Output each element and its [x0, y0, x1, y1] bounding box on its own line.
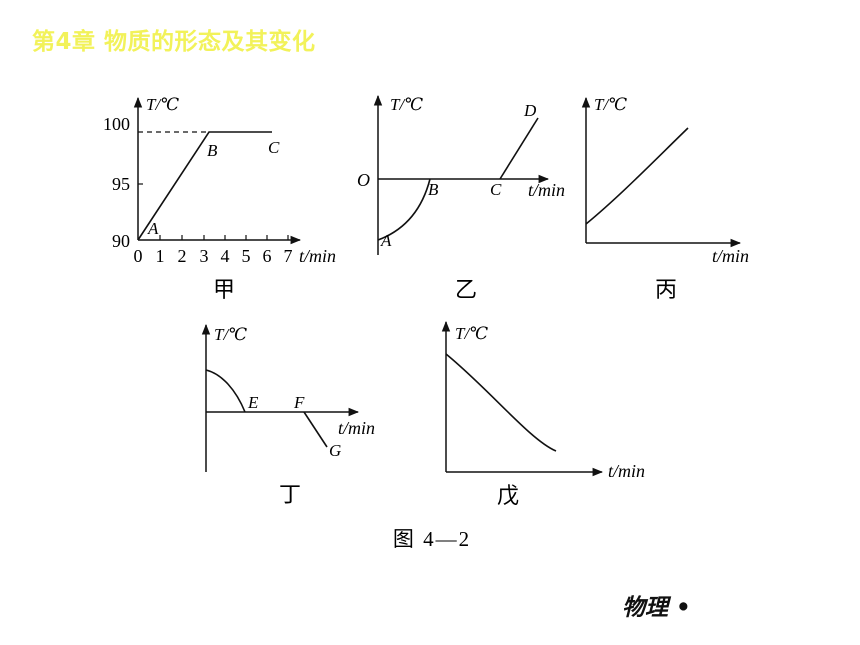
point-label-g: G — [329, 441, 341, 460]
y-axis-label: T/℃ — [214, 325, 247, 344]
y-axis-label: T/℃ — [146, 95, 179, 114]
point-label-o: O — [357, 170, 370, 190]
y-tick-label: 100 — [103, 114, 130, 134]
point-label-f: F — [293, 393, 305, 412]
curve-e — [205, 369, 246, 413]
graph-bing: T/℃ t/min 丙 — [581, 95, 749, 302]
y-axis-label: T/℃ — [455, 324, 488, 343]
heating-curve — [137, 131, 272, 241]
point-label-c: C — [268, 138, 280, 157]
graph-wu: T/℃ t/min 戊 — [441, 320, 645, 508]
graph-yi: T/℃ O A B C D t/min 乙 — [357, 94, 565, 302]
x-axis-label: t/min — [528, 180, 565, 200]
point-label-b: B — [207, 141, 218, 160]
graph-name: 戊 — [497, 483, 519, 508]
curve-ab — [377, 178, 431, 241]
subject-footer: 物理 • — [622, 588, 691, 622]
subject-label: 物理 — [622, 594, 668, 621]
x-tick-label: 3 — [200, 246, 209, 266]
x-axis-label: t/min — [299, 246, 336, 266]
y-tick-label: 95 — [112, 174, 130, 194]
x-tick-label: 6 — [263, 246, 272, 266]
graph-name: 甲 — [213, 277, 235, 302]
graph-name: 丙 — [655, 277, 677, 302]
x-axis-label: t/min — [712, 246, 749, 266]
x-ticks — [159, 235, 289, 240]
graph-jia: T/℃ 100 95 90 0 1 2 3 4 5 6 7 t/min A B … — [103, 95, 336, 302]
line-cd — [499, 117, 539, 180]
x-tick-label: 7 — [284, 246, 293, 266]
bullet-icon: • — [676, 594, 691, 621]
point-label-a: A — [147, 219, 159, 238]
x-axis-label: t/min — [608, 461, 645, 481]
falling-curve — [445, 353, 557, 452]
y-axis-label: T/℃ — [390, 95, 423, 114]
line-fg — [303, 411, 328, 448]
graph-ding: T/℃ E F G t/min 丁 — [201, 323, 375, 507]
point-label-a: A — [380, 231, 392, 250]
y-axis-label: T/℃ — [594, 95, 627, 114]
chapter-title: 第4章 物质的形态及其变化 — [32, 29, 316, 55]
x-tick-label: 4 — [221, 246, 230, 266]
x-tick-label: 0 — [134, 246, 143, 266]
graph-name: 丁 — [279, 482, 301, 507]
figure-caption: 图 4—2 — [393, 527, 471, 551]
rising-curve — [585, 127, 689, 225]
point-label-d: D — [523, 101, 537, 120]
x-tick-label: 5 — [242, 246, 251, 266]
graph-name: 乙 — [455, 277, 477, 302]
point-label-c: C — [490, 180, 502, 199]
x-axis-label: t/min — [338, 418, 375, 438]
point-label-b: B — [428, 180, 439, 199]
x-tick-label: 2 — [178, 246, 187, 266]
x-tick-label: 1 — [156, 246, 165, 266]
point-label-e: E — [247, 393, 259, 412]
y-tick-label: 90 — [112, 231, 130, 251]
